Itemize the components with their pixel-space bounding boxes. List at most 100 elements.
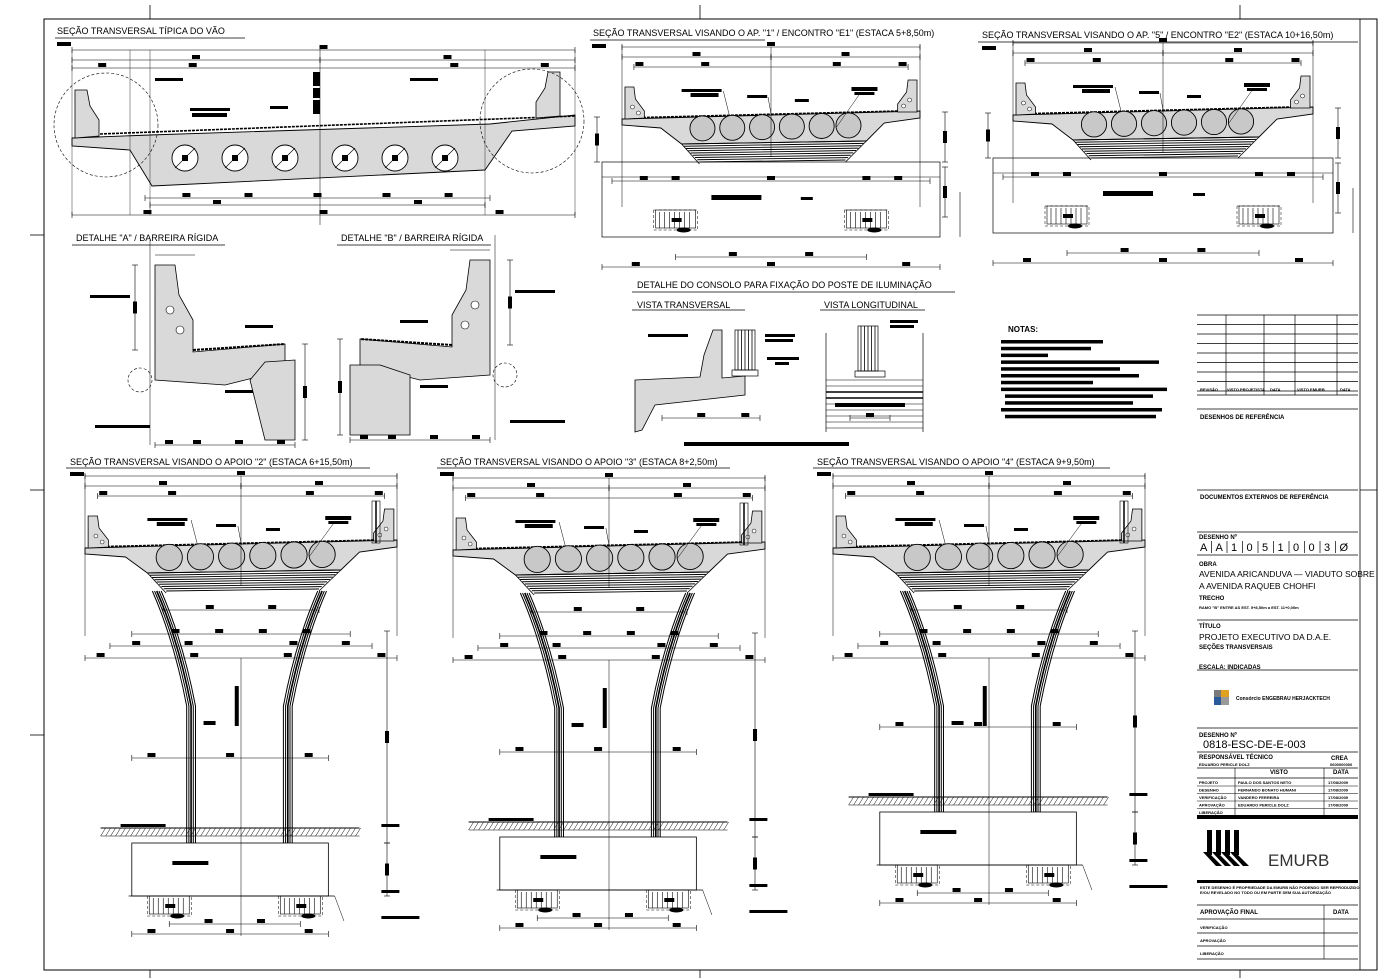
pier-column-line <box>1033 590 1069 812</box>
dimension-label <box>268 605 277 609</box>
line <box>185 827 191 837</box>
dimension-label <box>328 521 349 524</box>
dimension-label <box>382 193 391 197</box>
drain-callout <box>127 367 153 393</box>
line <box>663 821 669 831</box>
pile-outline <box>1236 205 1282 227</box>
dimension-label <box>832 62 841 66</box>
pile-outline <box>278 895 323 917</box>
dimension-label <box>1225 58 1234 62</box>
line <box>583 821 589 831</box>
dimension-label <box>414 200 422 204</box>
dimension-label <box>1063 172 1071 176</box>
dimension-label <box>57 42 71 46</box>
line <box>713 821 719 831</box>
pier-column-line <box>902 590 938 812</box>
pile-tip <box>676 227 691 233</box>
pier-column-line <box>519 592 556 837</box>
line <box>528 821 534 831</box>
void-circle <box>689 115 716 142</box>
dimension-label <box>974 722 983 726</box>
line <box>335 827 341 837</box>
line <box>145 827 151 837</box>
void-circle <box>966 542 994 570</box>
trecho-value: RAMO "B" ENTRE AS EST. 5+8,50m a EST. 11… <box>1199 605 1299 610</box>
dimension-label <box>232 155 238 161</box>
line <box>359 338 453 346</box>
dimension-label <box>1001 367 1120 371</box>
void-circle <box>1200 108 1228 136</box>
dimension-label <box>303 386 307 398</box>
dimension-label <box>749 884 768 887</box>
pier-column-line <box>904 590 940 812</box>
obra-label: OBRA <box>1199 562 1217 568</box>
line <box>192 343 286 351</box>
dimension-label <box>235 440 243 444</box>
revision-table: REVISÃO VISTO PROJETISTA DATA VISTO EMUR… <box>1200 387 1351 392</box>
dimension-label <box>1001 380 1093 385</box>
line <box>903 796 909 806</box>
line <box>683 821 689 831</box>
responsible-label: RESPONSÁVEL TÉCNICO <box>1199 753 1273 761</box>
line <box>100 827 106 837</box>
dimension-label <box>711 195 762 200</box>
void-circle <box>308 540 336 568</box>
void-circle <box>778 113 805 140</box>
line <box>598 821 604 831</box>
detail-a-callout <box>53 72 159 178</box>
anchor-hole <box>460 320 470 330</box>
pile-tip <box>1260 223 1274 229</box>
line <box>888 796 894 806</box>
pier-column-line <box>657 592 693 837</box>
line <box>115 827 121 837</box>
line <box>913 796 919 806</box>
view-detail-b <box>337 235 565 443</box>
dimension-label <box>1092 58 1101 62</box>
dimension-label <box>913 873 924 877</box>
dimension-label <box>1023 258 1031 262</box>
line <box>573 821 579 831</box>
dimension-label <box>693 518 720 522</box>
view-pier-2 <box>84 471 420 937</box>
void-circle <box>903 543 931 571</box>
dimension-label <box>1133 832 1137 845</box>
line <box>1086 150 1244 154</box>
line <box>1066 569 1090 592</box>
drawing-number-label: DESENHO Nº <box>1199 535 1238 541</box>
dimension-label <box>381 916 420 919</box>
dimension-label <box>1122 491 1131 495</box>
line <box>983 796 989 806</box>
anchor-hole <box>1131 526 1137 532</box>
line <box>155 827 161 837</box>
anchor-hole <box>461 535 467 541</box>
dimension-label <box>765 334 795 337</box>
dimension-label <box>392 155 398 161</box>
line <box>681 140 867 145</box>
line <box>1072 139 1092 161</box>
line <box>195 827 201 837</box>
dimension-label <box>767 357 799 360</box>
dimension-label <box>1001 360 1159 364</box>
dimension-label <box>745 655 754 659</box>
dimension-label <box>410 78 438 81</box>
line <box>159 581 328 585</box>
line <box>873 796 879 806</box>
pier-column-line <box>524 592 560 837</box>
line <box>105 827 111 837</box>
line <box>1057 521 1083 557</box>
dimension-label <box>895 898 904 902</box>
anchor-hole <box>1294 99 1299 105</box>
dimension-label <box>683 483 691 487</box>
line <box>702 889 713 916</box>
line <box>900 574 1084 578</box>
dimension-label <box>443 55 452 59</box>
dimension-label <box>527 483 535 487</box>
dimension-label <box>847 491 856 495</box>
line <box>200 827 206 837</box>
sheet-frame <box>30 5 1378 978</box>
line <box>723 90 730 116</box>
line <box>1013 796 1019 806</box>
signoff-name: FERNANDO BONATO HUMANI <box>1238 788 1296 793</box>
dimension-label <box>701 62 710 66</box>
